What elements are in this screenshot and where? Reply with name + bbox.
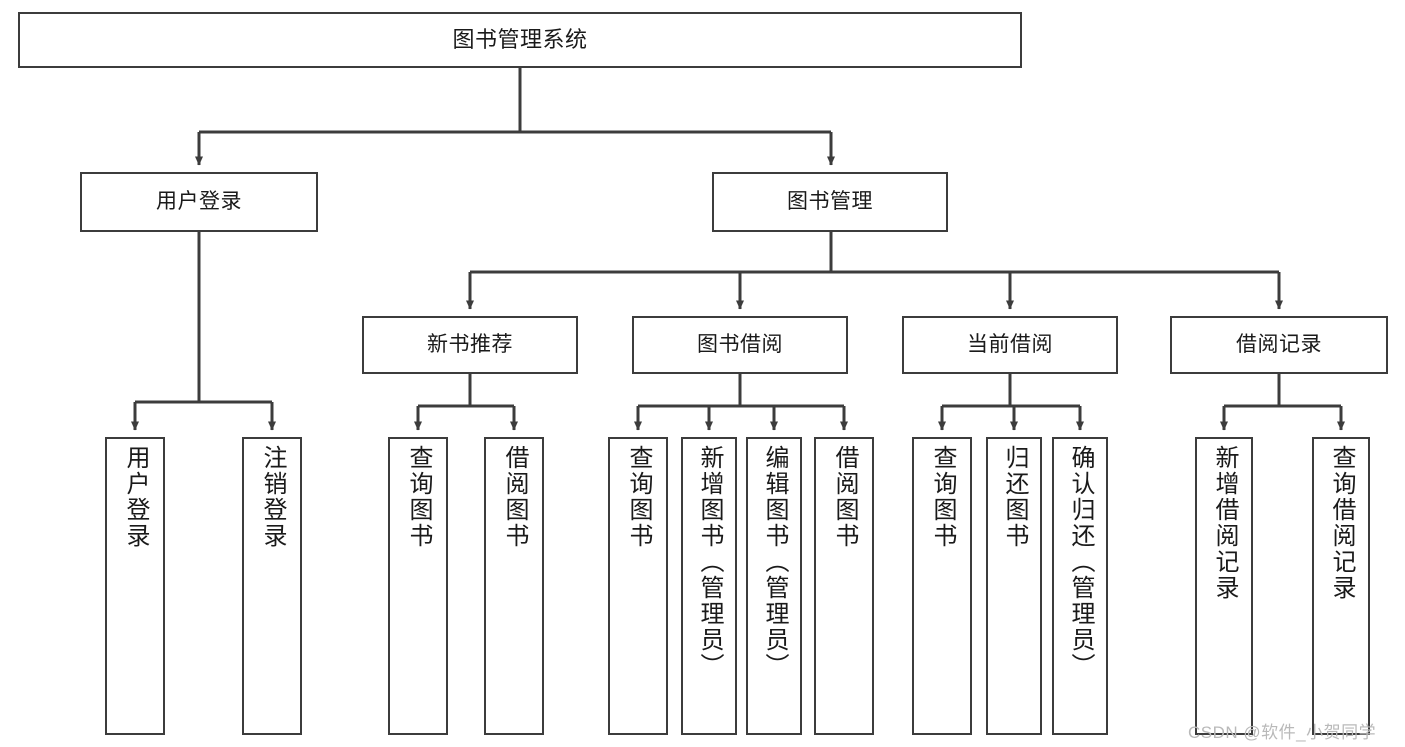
node-leaf-borrow-book-1[interactable]: 借阅图书 xyxy=(484,437,544,735)
csdn-watermark: CSDN @软件_小贺同学 xyxy=(1188,723,1377,742)
node-leaf-query-book-3[interactable]: 查询图书 xyxy=(912,437,972,735)
node-leaf-borrow-book-2[interactable]: 借阅图书 xyxy=(814,437,874,735)
node-user-login[interactable]: 用户登录 xyxy=(80,172,318,232)
node-book-manage[interactable]: 图书管理 xyxy=(712,172,948,232)
node-leaf-logout-label: 注销登录 xyxy=(259,445,286,549)
node-leaf-add-book[interactable]: 新增图书（管理员） xyxy=(681,437,737,735)
node-book-borrow-label: 图书借阅 xyxy=(697,332,783,356)
node-root-label: 图书管理系统 xyxy=(452,27,588,53)
node-leaf-confirm-return-label: 确认归还（管理员） xyxy=(1067,445,1094,679)
node-leaf-borrow-book-1-label: 借阅图书 xyxy=(501,445,528,549)
node-leaf-edit-book-label: 编辑图书（管理员） xyxy=(761,445,788,679)
node-leaf-logout[interactable]: 注销登录 xyxy=(242,437,302,735)
node-leaf-query-book-2-label: 查询图书 xyxy=(625,445,652,549)
node-leaf-query-book-1[interactable]: 查询图书 xyxy=(388,437,448,735)
node-leaf-borrow-book-2-label: 借阅图书 xyxy=(831,445,858,549)
node-leaf-return-book-label: 归还图书 xyxy=(1001,445,1028,549)
node-book-manage-label: 图书管理 xyxy=(787,189,873,213)
node-current-borrow-label: 当前借阅 xyxy=(967,332,1053,356)
node-leaf-query-book-3-label: 查询图书 xyxy=(929,445,956,549)
node-new-book-rec-label: 新书推荐 xyxy=(427,332,513,356)
node-leaf-query-book-2[interactable]: 查询图书 xyxy=(608,437,668,735)
node-root[interactable]: 图书管理系统 xyxy=(18,12,1022,68)
node-new-book-rec[interactable]: 新书推荐 xyxy=(362,316,578,374)
node-leaf-user-login-label: 用户登录 xyxy=(122,445,149,549)
node-book-borrow[interactable]: 图书借阅 xyxy=(632,316,848,374)
node-leaf-add-record[interactable]: 新增借阅记录 xyxy=(1195,437,1253,735)
node-leaf-return-book[interactable]: 归还图书 xyxy=(986,437,1042,735)
node-leaf-query-book-1-label: 查询图书 xyxy=(405,445,432,549)
node-borrow-record[interactable]: 借阅记录 xyxy=(1170,316,1388,374)
node-current-borrow[interactable]: 当前借阅 xyxy=(902,316,1118,374)
node-leaf-confirm-return[interactable]: 确认归还（管理员） xyxy=(1052,437,1108,735)
node-borrow-record-label: 借阅记录 xyxy=(1236,332,1322,356)
node-user-login-label: 用户登录 xyxy=(156,189,242,213)
node-leaf-edit-book[interactable]: 编辑图书（管理员） xyxy=(746,437,802,735)
node-leaf-user-login[interactable]: 用户登录 xyxy=(105,437,165,735)
node-leaf-query-record-label: 查询借阅记录 xyxy=(1328,445,1355,601)
node-leaf-add-record-label: 新增借阅记录 xyxy=(1211,445,1238,601)
node-leaf-add-book-label: 新增图书（管理员） xyxy=(696,445,723,679)
node-leaf-query-record[interactable]: 查询借阅记录 xyxy=(1312,437,1370,735)
